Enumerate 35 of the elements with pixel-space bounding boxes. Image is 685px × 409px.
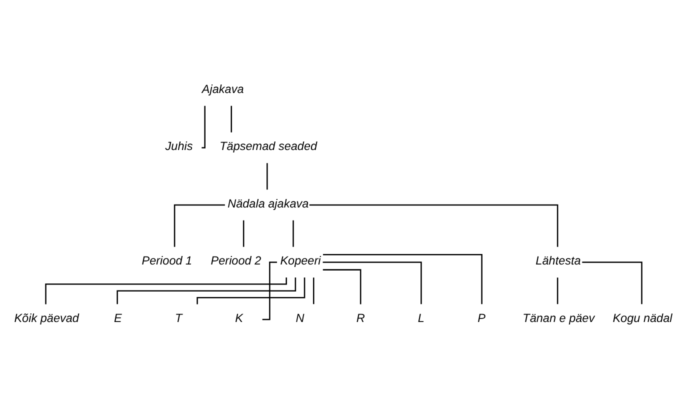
node-text: K <box>235 311 244 324</box>
node-text: Kopeeri <box>280 254 321 268</box>
connector <box>242 220 244 246</box>
connector <box>313 277 314 304</box>
node-text: Periood 2 <box>210 254 262 268</box>
connector <box>323 254 482 304</box>
node-text: Ajakava <box>202 82 244 96</box>
node-text: E <box>114 311 122 324</box>
node-text: N <box>296 311 304 324</box>
connector <box>262 261 278 320</box>
node-text: L <box>418 311 424 324</box>
node-text: T <box>174 311 182 324</box>
node-text: R <box>356 311 365 324</box>
node-text: Juhis <box>165 140 193 153</box>
node-text: Tänan e päev <box>522 311 595 324</box>
node-text: Nädala ajakava <box>228 196 309 210</box>
connector <box>196 276 306 304</box>
connector <box>322 261 422 304</box>
node-text: Kõik päevad <box>14 311 79 324</box>
connector <box>266 162 268 190</box>
connector <box>116 277 296 304</box>
connector <box>322 268 362 304</box>
connector <box>309 204 558 246</box>
connector <box>292 220 294 246</box>
connector <box>202 105 206 148</box>
connector <box>174 204 225 246</box>
node-text: Periood 1 <box>142 254 192 268</box>
node-text: Lähtesta <box>536 254 581 268</box>
connector <box>230 105 232 132</box>
node-text: Kogu nädal <box>612 311 672 324</box>
node-text: P <box>478 311 486 324</box>
connector <box>582 261 642 304</box>
node-text: Täpsemad seaded <box>220 140 318 153</box>
connector <box>556 277 558 304</box>
connector <box>45 276 287 304</box>
